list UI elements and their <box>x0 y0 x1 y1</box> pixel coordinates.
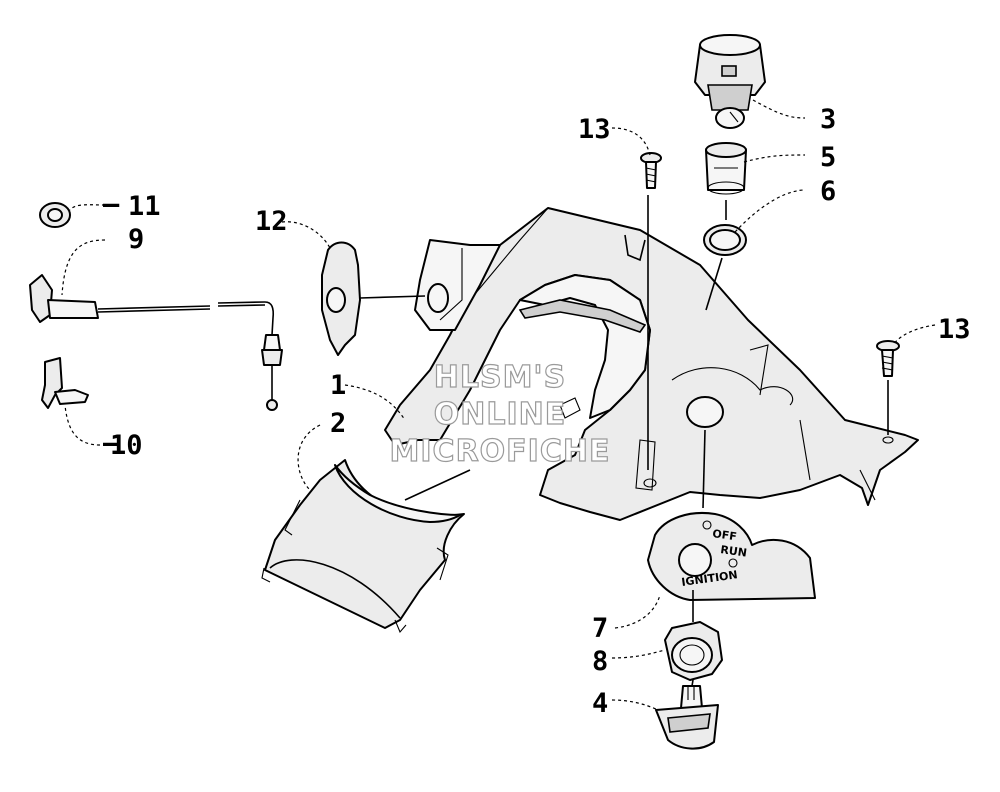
callout-7: 7 <box>592 613 608 644</box>
callout-13-right: 13 <box>938 314 971 345</box>
ignition-switch <box>694 34 766 129</box>
callout-6: 6 <box>820 176 836 207</box>
run-label: RUN <box>720 543 748 560</box>
callout-11: 11 <box>128 191 161 222</box>
leader-lines <box>61 99 936 711</box>
bushing <box>39 202 71 228</box>
callout-13-upper: 13 <box>578 114 611 145</box>
callout-2: 2 <box>330 408 346 439</box>
watermark-line-1: HLSM'S <box>434 360 566 395</box>
watermark-line-2: ONLINE <box>434 397 567 432</box>
callout-9: 9 <box>128 224 144 255</box>
ignition-key <box>655 685 719 750</box>
callout-5: 5 <box>820 142 836 173</box>
lever <box>41 357 89 409</box>
retaining-nut <box>664 621 723 681</box>
callout-3: 3 <box>820 104 836 135</box>
callout-12: 12 <box>255 206 288 237</box>
console-grommet <box>427 283 449 313</box>
lower-cover <box>261 459 465 634</box>
switch-sleeve <box>705 142 747 195</box>
off-label: OFF <box>712 527 738 543</box>
cable-assembly <box>29 274 283 411</box>
callout-10-dash: — <box>103 428 120 459</box>
callout-1: 1 <box>330 370 346 401</box>
watermark-line-3: MICROFICHE <box>390 434 611 469</box>
watermark: HLSM'S ONLINE MICROFICHE <box>389 359 611 469</box>
callout-11-dash: — <box>103 189 120 220</box>
callout-4: 4 <box>592 688 608 719</box>
washer-ring <box>703 224 747 256</box>
callouts: 3 5 6 13 13 — 11 9 — 10 12 1 2 7 8 4 <box>103 104 971 719</box>
callout-8: 8 <box>592 646 608 677</box>
switch-plate: OFF RUN IGNITION <box>647 512 816 601</box>
callout-10: 10 <box>110 430 143 461</box>
screw-upper <box>640 152 662 189</box>
grommet-plate <box>321 241 361 356</box>
screw-right <box>876 340 900 377</box>
